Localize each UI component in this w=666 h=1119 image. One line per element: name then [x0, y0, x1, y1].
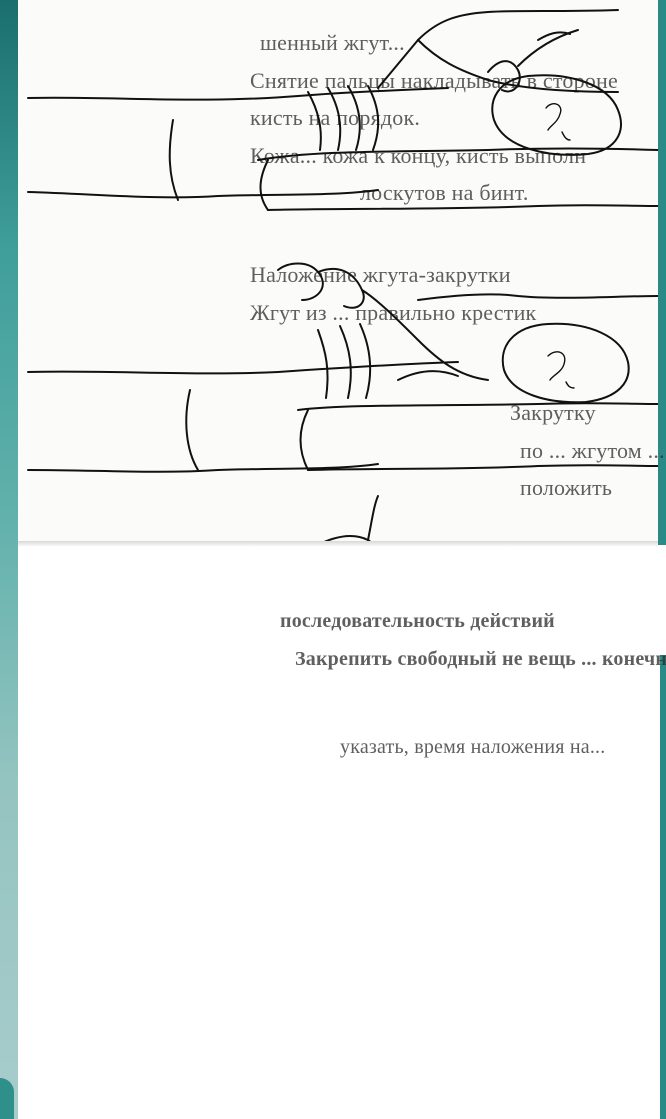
bg-text-line: последовательность действий	[280, 610, 555, 633]
bg-text-line: Закрепить свободный не вещь ... конечнос…	[295, 648, 666, 671]
illustration-panel-1	[28, 10, 658, 210]
bg-text-line: указать, время наложения на...	[340, 736, 605, 759]
tourniquet-illustration	[18, 0, 658, 541]
illustration-panel-3	[28, 496, 658, 541]
slide-right-accent-band-lower	[660, 655, 666, 1119]
scan-edge-shadow	[18, 541, 658, 547]
slide-left-accent-band	[0, 0, 18, 1119]
illustration-panel-2	[28, 264, 658, 472]
slide-corner-decoration	[0, 1078, 14, 1119]
